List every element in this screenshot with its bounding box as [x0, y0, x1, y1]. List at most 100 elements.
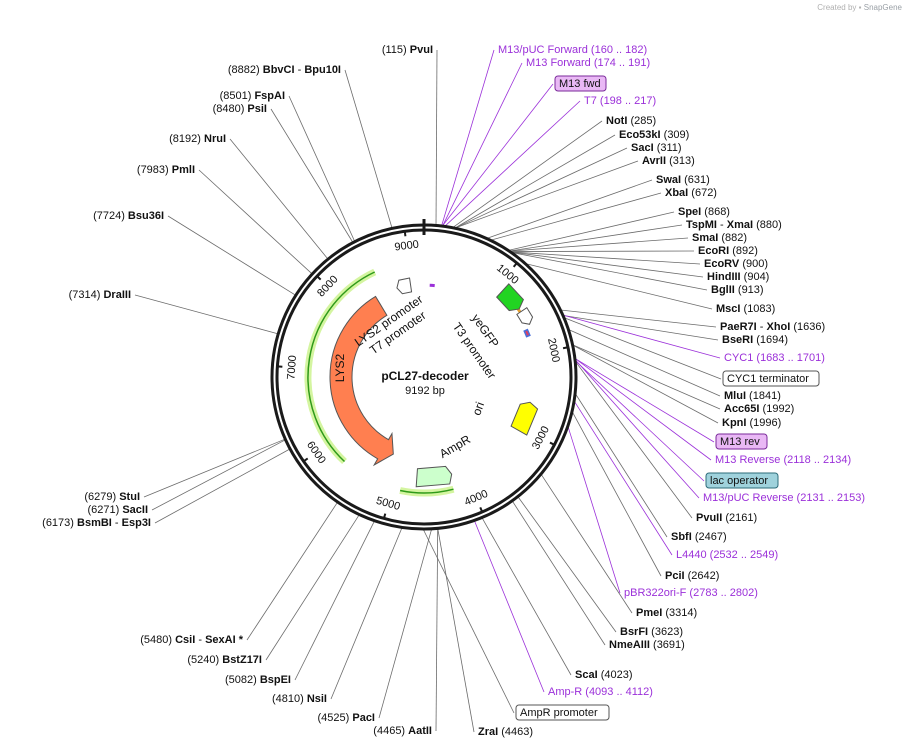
- enzyme-position: (4810): [272, 693, 307, 705]
- enzyme-bglii[interactable]: BglII (913): [711, 284, 764, 296]
- enzyme-name: BseRI: [722, 334, 753, 346]
- enzyme-tspmi-xmai[interactable]: TspMI - XmaI (880): [686, 219, 782, 231]
- enzyme-position: (2467): [692, 531, 727, 543]
- enzyme-fspai[interactable]: (8501) FspAI: [220, 90, 285, 102]
- feature-box-cyc1-terminator[interactable]: CYC1 terminator: [722, 370, 820, 387]
- enzyme-label: BseRI (1694): [722, 334, 788, 346]
- primer-cyc1[interactable]: CYC1 (1683 .. 1701): [724, 352, 825, 364]
- enzyme-pvuii[interactable]: PvuII (2161): [696, 512, 757, 524]
- leader-line: [441, 49, 495, 226]
- enzyme-scai[interactable]: ScaI (4023): [575, 669, 633, 681]
- leader-line: [511, 250, 695, 252]
- enzyme-bsrfi[interactable]: BsrFI (3623): [620, 626, 683, 638]
- enzyme-smai[interactable]: SmaI (882): [692, 232, 747, 244]
- yegfp-feature-arrow[interactable]: [496, 283, 525, 312]
- enzyme-bspei[interactable]: (5082) BspEI: [225, 674, 291, 686]
- ampr-feature-arrow[interactable]: [415, 465, 453, 488]
- enzyme-saci[interactable]: SacI (311): [631, 142, 682, 154]
- enzyme-paer7i-xhoi[interactable]: PaeR7I - XhoI (1636): [720, 321, 825, 333]
- enzyme-bstz17i[interactable]: (5240) BstZ17I: [187, 654, 262, 666]
- primer-name: M13 Reverse: [715, 454, 783, 466]
- enzyme-zrai[interactable]: ZraI (4463): [478, 726, 533, 738]
- enzyme-bsu36i[interactable]: (7724) Bsu36I: [93, 210, 164, 222]
- enzyme-aatii[interactable]: (4465) AatII: [373, 725, 432, 737]
- enzyme-draiii[interactable]: (7314) DraIII: [69, 289, 131, 301]
- enzyme-nsii[interactable]: (4810) NsiI: [272, 693, 327, 705]
- enzyme-eco53ki[interactable]: Eco53kI (309): [619, 129, 689, 141]
- enzyme-xbai[interactable]: XbaI (672): [665, 187, 717, 199]
- enzyme-kpni[interactable]: KpnI (1996): [722, 417, 781, 429]
- enzyme-nmeaiii[interactable]: NmeAIII (3691): [609, 639, 685, 651]
- primer-m13-puc-reverse[interactable]: M13/pUC Reverse (2131 .. 2153): [703, 492, 865, 504]
- ori-feature-arrow[interactable]: [510, 401, 539, 436]
- plasmid-size: 9192 bp: [405, 385, 445, 397]
- leader-line: [435, 49, 438, 225]
- feature-box-m13-fwd[interactable]: M13 fwd: [554, 75, 607, 92]
- cyc1-terminator-stripe: [525, 330, 529, 336]
- leader-line: [330, 528, 403, 700]
- enzyme-sbfi[interactable]: SbfI (2467): [671, 531, 727, 543]
- enzyme-acc65i[interactable]: Acc65I (1992): [724, 403, 794, 415]
- enzyme-csii-sexai[interactable]: (5480) CsiI - SexAI *: [140, 634, 243, 646]
- enzyme-bbvci-bpu10i[interactable]: (8882) BbvCI - Bpu10I: [228, 64, 341, 76]
- label-layer: NotI (285) Eco53kI (309)SacI (311)AvrII (…: [42, 44, 865, 738]
- enzyme-noti[interactable]: NotI (285): [606, 115, 656, 127]
- leader-line: [563, 315, 721, 359]
- enzyme-paci[interactable]: (4525) PacI: [318, 712, 376, 724]
- enzyme-hindiii[interactable]: HindIII (904): [707, 271, 769, 283]
- primer-m13-forward[interactable]: M13 Forward (174 .. 191): [526, 57, 650, 69]
- primer-range: (2532 .. 2549): [710, 549, 779, 561]
- enzyme-pvui[interactable]: (115) PvuI: [382, 44, 433, 56]
- primer-name: CYC1: [724, 352, 756, 364]
- enzyme-ecori[interactable]: EcoRI (892): [698, 245, 758, 257]
- enzyme-name: BsmBI: [77, 517, 112, 529]
- enzyme-nrui[interactable]: (8192) NruI: [169, 133, 226, 145]
- enzyme-stui[interactable]: (6279) StuI: [84, 491, 140, 503]
- enzyme-avrii[interactable]: AvrII (313): [642, 155, 695, 167]
- enzyme-mlui[interactable]: MluI (1841): [724, 390, 781, 402]
- primer-t7[interactable]: T7 (198 .. 217): [584, 95, 656, 107]
- enzyme-name: SpeI: [678, 206, 701, 218]
- enzyme-bseri[interactable]: BseRI (1694): [722, 334, 788, 346]
- feature-box-label: CYC1 terminator: [727, 373, 809, 385]
- enzyme-msci[interactable]: MscI (1083): [716, 303, 775, 315]
- enzyme-pcii[interactable]: PciI (2642): [665, 570, 719, 582]
- enzyme-position: (2161): [722, 512, 757, 524]
- enzyme-name: XhoI: [766, 321, 790, 333]
- primer-m13-reverse[interactable]: M13 Reverse (2118 .. 2134): [715, 454, 851, 466]
- enzyme-bsmbi-esp3i[interactable]: (6173) BsmBI - Esp3I: [42, 517, 151, 529]
- enzyme-label: BglII (913): [711, 284, 764, 296]
- enzyme-spei[interactable]: SpeI (868): [678, 206, 730, 218]
- feature-box-m13-rev[interactable]: M13 rev: [715, 433, 768, 450]
- lys2-feature-arrow[interactable]: [329, 295, 394, 467]
- enzyme-swai[interactable]: SwaI (631): [656, 174, 710, 186]
- enzyme-ecorv[interactable]: EcoRV (900): [704, 258, 768, 270]
- primer-label: M13 Reverse (2118 .. 2134): [715, 454, 851, 466]
- lys2-promoter-arrow[interactable]: [396, 277, 413, 295]
- primer-m13-puc-forward[interactable]: M13/pUC Forward (160 .. 182): [498, 44, 647, 56]
- leader-line: [567, 427, 621, 594]
- primer-amp-r[interactable]: Amp-R (4093 .. 4112): [548, 686, 653, 698]
- leader-line: [512, 251, 704, 278]
- enzyme-sacii[interactable]: (6271) SacII: [87, 504, 148, 516]
- feature-box-label: AmpR promoter: [520, 707, 598, 719]
- t3-promoter-arrow[interactable]: [516, 306, 534, 325]
- enzyme-psii[interactable]: (8480) PsiI: [213, 103, 267, 115]
- enzyme-label: NotI (285): [606, 115, 656, 127]
- feature-box-ampr-promoter[interactable]: AmpR promoter: [515, 704, 610, 721]
- feature-box-lac-operator[interactable]: lac operator: [705, 472, 779, 489]
- primer-l4440[interactable]: L4440 (2532 .. 2549): [676, 549, 778, 561]
- leader-line: [569, 329, 721, 397]
- enzyme-label: XbaI (672): [665, 187, 717, 199]
- primer-label: CYC1 (1683 .. 1701): [724, 352, 825, 364]
- ruler-tick: [316, 275, 322, 281]
- leader-line: [270, 108, 353, 242]
- enzyme-position: (880): [753, 219, 782, 231]
- enzyme-position: (882): [718, 232, 747, 244]
- primer-pbr322ori-f[interactable]: pBR322ori-F (2783 .. 2802): [624, 587, 758, 599]
- ruler-tick-label: 4000: [463, 488, 490, 509]
- enzyme-position: (1992): [759, 403, 794, 415]
- enzyme-pmei[interactable]: PmeI (3314): [636, 607, 697, 619]
- enzyme-pmli[interactable]: (7983) PmlI: [137, 164, 195, 176]
- primer-label: M13 Forward (174 .. 191): [526, 57, 650, 69]
